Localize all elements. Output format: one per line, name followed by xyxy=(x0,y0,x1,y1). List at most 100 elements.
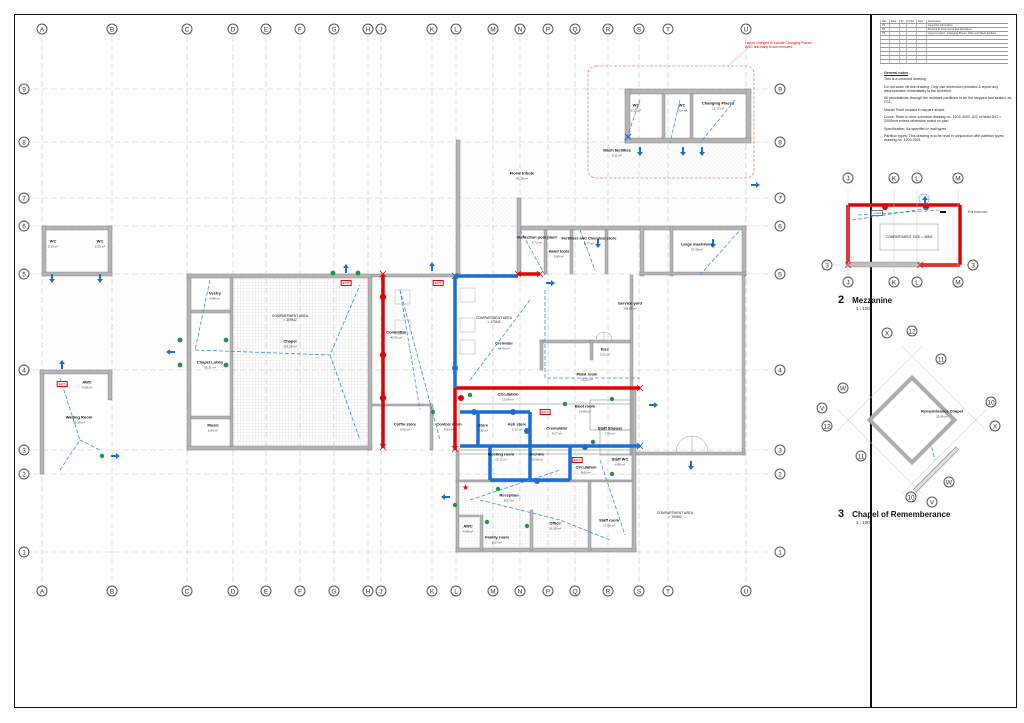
grid-bubble: S xyxy=(633,585,645,597)
grid-bubble: 11 xyxy=(855,450,867,462)
grid-bubble: J xyxy=(842,172,854,184)
grid-bubble: 6 xyxy=(774,220,786,232)
grid-bubble: L xyxy=(911,276,923,288)
grid-bubble: 11 xyxy=(935,353,947,365)
grid-bubble: J xyxy=(842,276,854,288)
grid-bubble: D xyxy=(227,23,239,35)
detector-points xyxy=(452,365,588,484)
exit-sign: EXIT xyxy=(340,280,352,286)
grid-bubble: W xyxy=(943,476,955,488)
grid-bubble: 6 xyxy=(18,220,30,232)
grid-bubble: 8 xyxy=(774,136,786,148)
grid-bubble: N xyxy=(514,23,526,35)
grid-bubble: E xyxy=(260,23,272,35)
note-item: Muster Point located in carpark shade. xyxy=(884,107,946,112)
mezzanine-plan xyxy=(833,190,973,280)
grid-bubble: P xyxy=(542,23,554,35)
grid-bubble: R xyxy=(602,23,614,35)
fire-stop-markers xyxy=(379,261,924,453)
note-item: Partition types: This drawing is to be r… xyxy=(884,133,1004,143)
fire-alarm-points xyxy=(379,204,929,402)
grid-bubble: G xyxy=(328,585,340,597)
grid-bubble: 3 xyxy=(821,259,833,271)
grid-bubble: K xyxy=(426,585,438,597)
grid-bubble: H xyxy=(362,23,374,35)
chapel-floor xyxy=(233,278,368,446)
grid-bubble: T xyxy=(662,23,674,35)
remembrance-chapel-plan xyxy=(837,345,987,495)
grid-bubble: 10 xyxy=(905,491,917,503)
grid-bubble: M xyxy=(952,172,964,184)
chkd-header: Chkd xyxy=(905,20,917,24)
exit-sign: EXIT xyxy=(432,280,444,286)
grid-bubble: M xyxy=(952,276,964,288)
mezzanine-exit-sign: ⚠ Exit xyxy=(871,210,883,216)
grid-bubble: 4 xyxy=(774,364,786,376)
note-item: Specification: As specified in wall type… xyxy=(884,126,947,131)
grid-bubble: V xyxy=(926,496,938,508)
grid-bubble: G xyxy=(328,23,340,35)
note-item: All penetrations through the resistant p… xyxy=(884,96,1012,105)
grid-bubble: D xyxy=(227,585,239,597)
grid-bubble: 9 xyxy=(774,83,786,95)
escape-routes xyxy=(59,99,941,541)
grid-bubble: Q xyxy=(569,23,581,35)
exit-sign: EXIT xyxy=(56,381,68,387)
date-header: Date xyxy=(888,20,900,24)
grid-bubble: M xyxy=(487,585,499,597)
grid-bubble: 5 xyxy=(774,268,786,280)
notes-title: General notes xyxy=(884,71,908,75)
title-block-divider xyxy=(870,14,872,708)
grid-bubble: 10 xyxy=(985,396,997,408)
grid-bubble: J xyxy=(375,23,387,35)
grid-bubble: N xyxy=(514,585,526,597)
grid-bubble: A xyxy=(36,585,48,597)
by-header: By xyxy=(898,20,907,24)
grid-bubble: R xyxy=(602,585,614,597)
grid-bubble: X xyxy=(881,327,893,339)
grid-bubble: C xyxy=(181,23,193,35)
grid-bubble: X xyxy=(989,420,1001,432)
appr-header: Appr xyxy=(915,20,927,24)
walls xyxy=(39,88,752,553)
grid-bubble: F xyxy=(294,585,306,597)
grid-bubble: 5 xyxy=(18,268,30,280)
grid-bubble: Q xyxy=(569,585,581,597)
grid-bubble: 7 xyxy=(774,192,786,204)
revision-cloud-note: Layout changed to include Changing Place… xyxy=(745,41,813,49)
exit-sign: EXIT xyxy=(571,457,583,463)
red-star-marker: ★ xyxy=(462,483,469,492)
description-header: Description xyxy=(925,20,1008,24)
grid-bubble: L xyxy=(450,585,462,597)
grid-bubble: K xyxy=(888,172,900,184)
grid-bubble: 3 xyxy=(967,259,979,271)
grid-bubble: B xyxy=(106,23,118,35)
